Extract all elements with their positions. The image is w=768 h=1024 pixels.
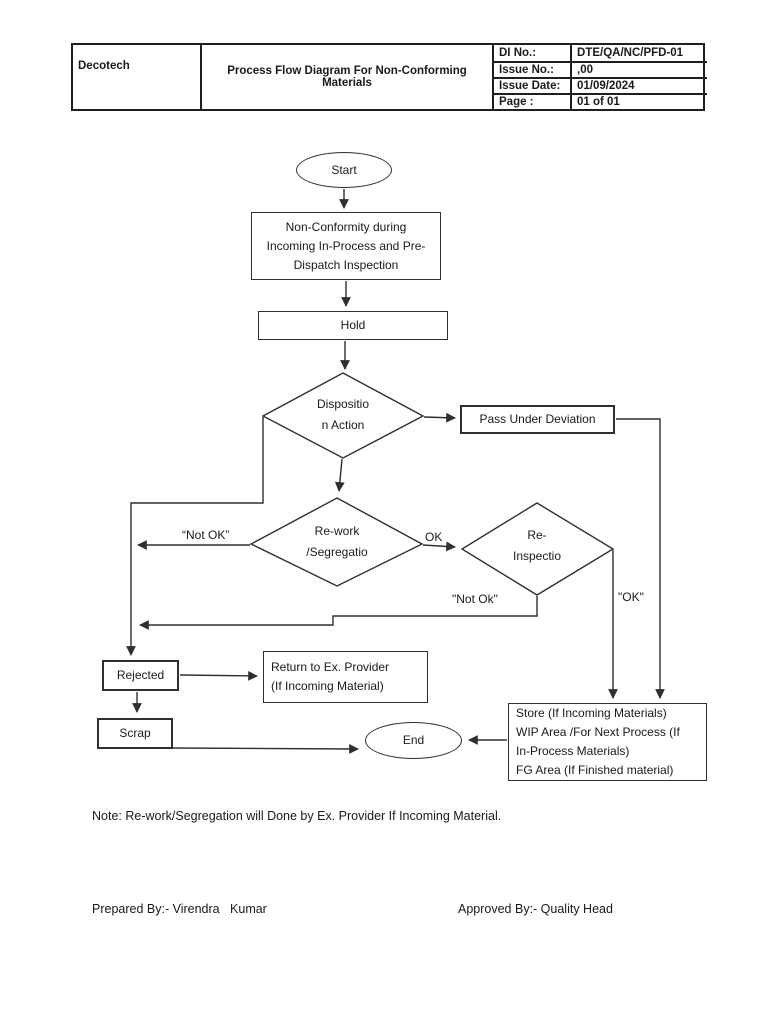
arrow-rework-to-reinspection [422,541,456,552]
line-reinspection-not-ok [139,596,538,630]
store-line: Store (If Incoming Materials) [516,706,667,720]
end-terminator: End [365,722,462,759]
edge-label-ok-rework: OK [425,530,443,544]
line-pass-to-store [616,418,665,699]
store-line: In-Process Materials) [516,744,630,758]
non-conformity-process-box: Non-Conformity during Incoming In-Proces… [251,212,441,280]
rejected-box: Rejected [102,660,179,691]
disposition-decision-diamond [261,372,425,459]
header-table: Decotech Process Flow Diagram For Non-Co… [71,43,707,111]
pass-under-deviation-label: Pass Under Deviation [479,412,596,426]
info-value-issue-date: 01/09/2024 [570,77,707,93]
info-value-page: 01 of 01 [570,93,707,109]
store-line: FG Area (If Finished material) [516,763,674,777]
rework-line: Re-work [314,524,360,538]
reinspection-line: Re- [527,528,547,542]
store-line: WIP Area /For Next Process (If [516,725,680,739]
company-name: Decotech [78,60,130,72]
info-label-issue-no: Issue No.: [492,61,570,77]
reinspection-decision-diamond [460,502,615,596]
rework-label: Re-work /Segregatio [287,521,387,563]
arrow-rejected-to-return [179,670,258,681]
rework-line: /Segregatio [306,545,368,559]
disposition-line: n Action [321,418,365,432]
line-disposition-to-rejected [126,417,264,656]
rejected-label: Rejected [116,668,165,682]
info-label-di-no: DI No.: [492,45,570,61]
return-provider-box: Return to Ex. Provider (If Incoming Mate… [263,651,428,703]
non-conformity-line: Non-Conformity during [285,219,407,234]
return-provider-line: (If Incoming Material) [271,679,384,693]
line-scrap-to-end [172,744,359,754]
store-box: Store (If Incoming Materials) WIP Area /… [508,703,707,781]
hold-label: Hold [340,318,366,332]
edge-label-not-ok-rework: “Not OK” [182,528,230,542]
hold-process-box: Hold [258,311,448,340]
document-title: Process Flow Diagram For Non-Conforming … [200,45,492,109]
edge-label-not-ok-reinspection: "Not Ok" [452,592,498,606]
prepared-by-text: Prepared By:- Virendra Kumar [92,902,267,916]
reinspection-line: Inspectio [512,549,562,563]
edge-label-ok-reinspection: "OK" [618,590,644,604]
arrow-disposition-to-pass [423,412,456,423]
info-label-issue-date: Issue Date: [492,77,570,93]
pass-under-deviation-box: Pass Under Deviation [460,405,615,434]
rework-decision-diamond [249,497,424,587]
info-label-page: Page : [492,93,570,109]
approved-by-text: Approved By:- Quality Head [458,902,613,916]
arrow-disposition-to-rework [334,458,345,492]
start-label: Start [331,162,357,177]
scrap-label: Scrap [119,726,151,740]
non-conformity-line: Dispatch Inspection [293,257,399,272]
end-label: End [402,733,425,747]
info-value-di-no: DTE/QA/NC/PFD-01 [570,45,707,61]
non-conformity-line: Incoming In-Process and Pre- [266,238,426,253]
reinspection-label: Re- Inspectio [487,525,587,567]
start-terminator: Start [296,152,392,188]
info-value-issue-no: ,00 [570,61,707,77]
return-provider-line: Return to Ex. Provider [271,660,390,674]
disposition-line: Dispositio [316,397,370,411]
disposition-label: Dispositio n Action [293,394,393,436]
note-text: Note: Re-work/Segregation will Done by E… [92,809,502,823]
scrap-box: Scrap [97,718,173,749]
